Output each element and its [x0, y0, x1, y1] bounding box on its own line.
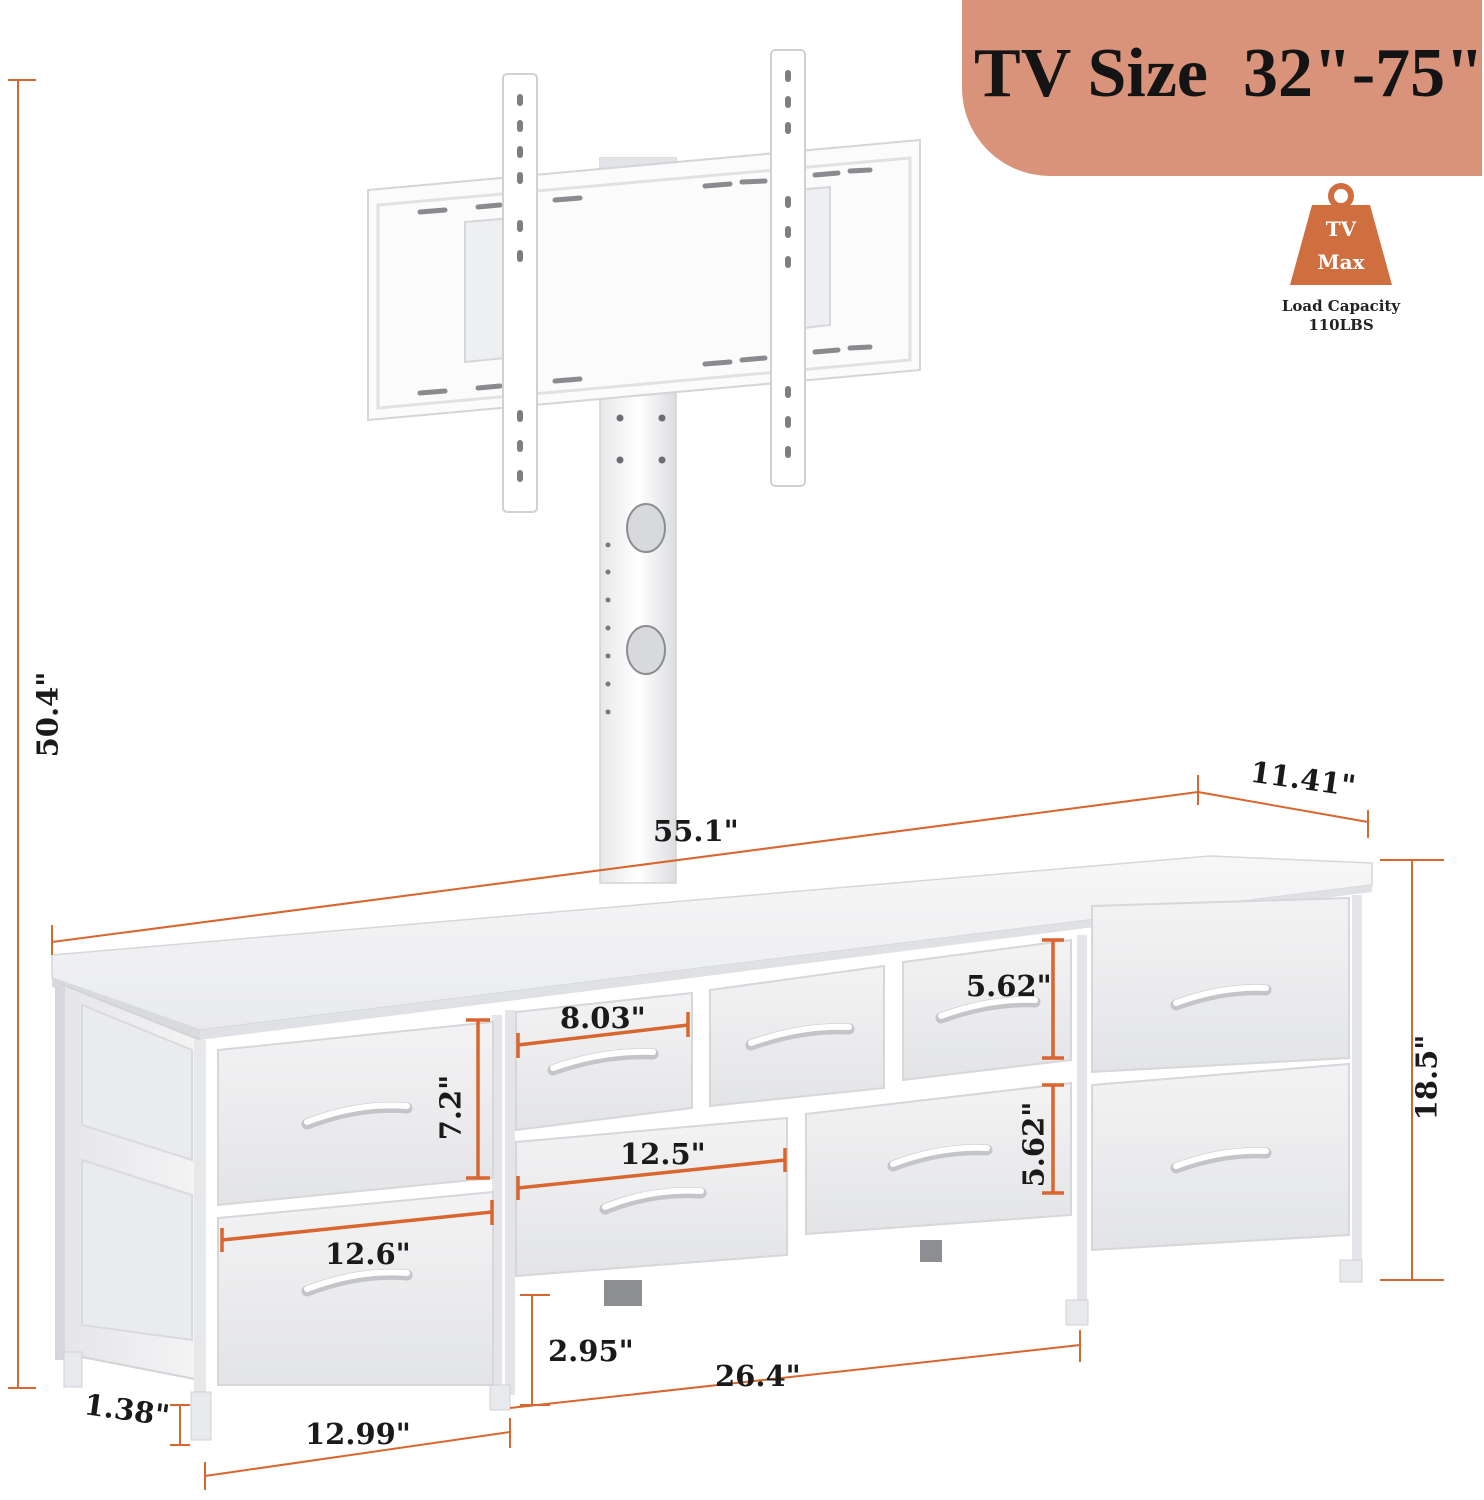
total-height-label: 50.4": [30, 671, 65, 758]
drawer-large-height-label: 7.2": [433, 1074, 468, 1141]
drawer-dimension-lines: [220, 938, 1064, 1252]
cable-hole-lower: [626, 625, 666, 675]
drawer-middle-width-label: 12.5": [620, 1137, 706, 1171]
cabinet-height-label: 18.5": [1409, 1034, 1444, 1121]
inner-width-label: 26.4": [715, 1359, 801, 1393]
mount-arm-left: [502, 73, 538, 513]
weight-badge-line1: TV: [1325, 217, 1357, 241]
load-capacity-label: Load Capacity 110LBS: [1262, 297, 1420, 335]
weight-icon: [1290, 183, 1392, 285]
weight-badge-line2: Max: [1317, 250, 1365, 274]
side-width-label: 12.99": [305, 1417, 411, 1451]
width-label: 55.1": [653, 814, 739, 848]
clearance-label: 2.95": [548, 1334, 634, 1368]
tv-mount-bracket: [367, 49, 921, 884]
dimension-lines: [8, 79, 1444, 1490]
drawer-small-height-bottom-label: 5.62": [1016, 1101, 1051, 1188]
drawer-small-height-top-label: 5.62": [966, 969, 1052, 1003]
drawer-small-width-label: 8.03": [560, 1001, 646, 1035]
drawer-side-width-label: 12.6": [325, 1237, 411, 1271]
load-capacity-title: Load Capacity: [1281, 297, 1401, 315]
load-capacity-value: 110LBS: [1308, 316, 1374, 334]
cable-hole-upper: [626, 503, 666, 553]
tv-size-banner: [962, 0, 1482, 176]
tv-size-text: TV Size 32"-75": [974, 35, 1484, 112]
